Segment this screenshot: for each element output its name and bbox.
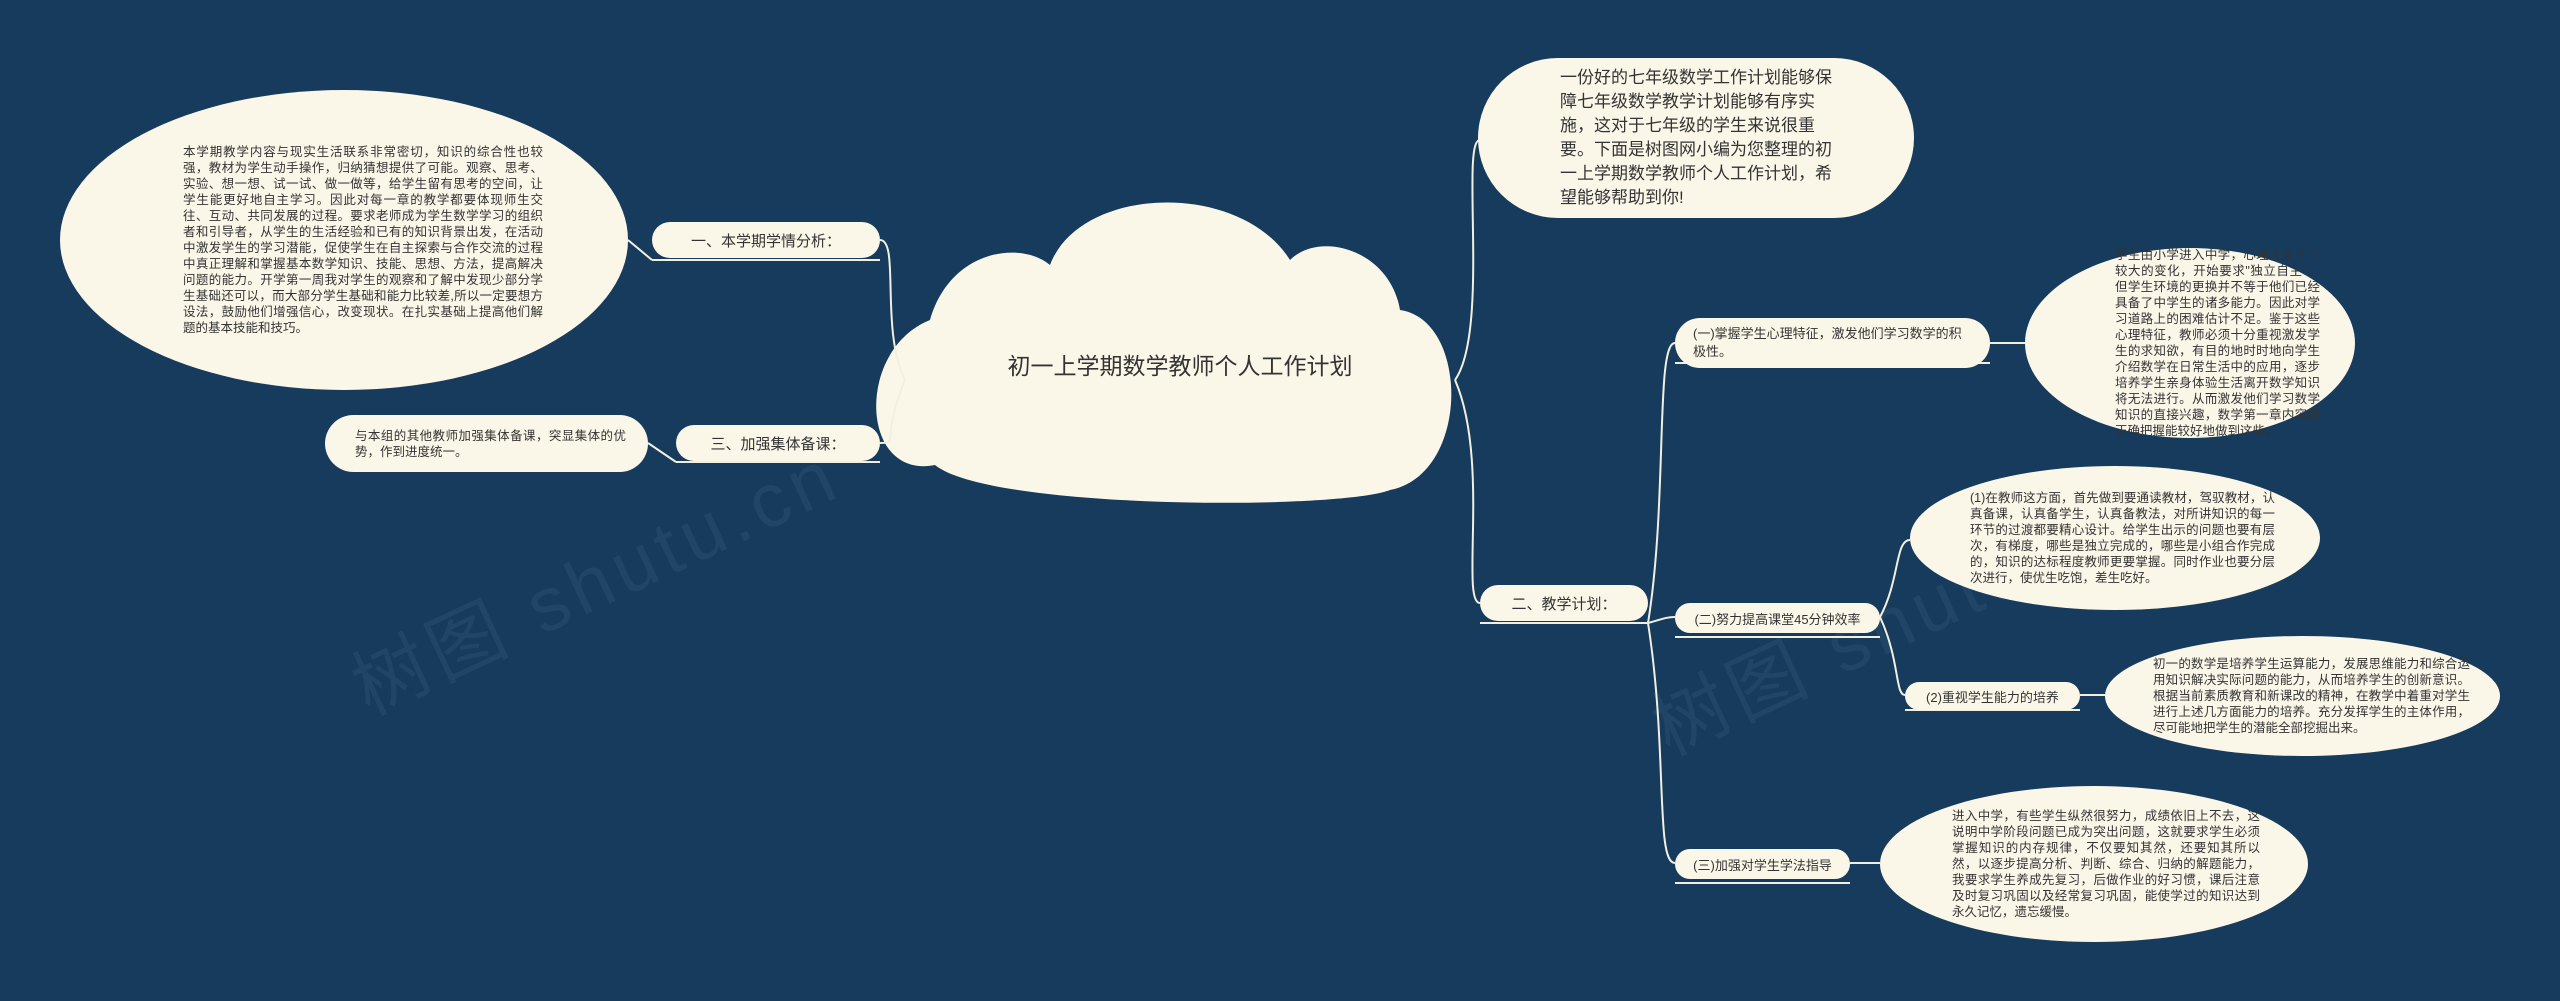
connector-center-intro <box>1454 139 1481 381</box>
item2-sub2-node[interactable]: (2)重视学生能力的培养 <box>1905 682 2080 710</box>
item3-detail-node[interactable]: 进入中学，有些学生纵然很努力，成绩依旧上不去，这说明中学阶段问题已成为突出问题，… <box>1880 786 2308 942</box>
connector-section2-item3 <box>1647 622 1676 864</box>
item2-sub1-detail-text: (1)在教师这方面，首先做到要通读教材，驾驭教材，认真备课，认真备学生，认真备教… <box>1970 491 2275 585</box>
connector-section2-item1 <box>1647 342 1676 624</box>
section1-detail-node[interactable]: 本学期教学内容与现实生活联系非常密切，知识的综合性也较强，教材为学生动手操作，归… <box>60 90 628 390</box>
section1-detail-text: 本学期教学内容与现实生活联系非常密切，知识的综合性也较强，教材为学生动手操作，归… <box>183 145 543 335</box>
section3-detail-node[interactable]: 与本组的其他教师加强集体备课，突显集体的优势，作到进度统一。 <box>325 415 648 472</box>
connector-section1-detail <box>627 239 653 261</box>
central-cloud-shape <box>876 202 1452 503</box>
section2-node[interactable]: 二、教学计划： <box>1480 585 1648 621</box>
section3-detail-text: 与本组的其他教师加强集体备课，突显集体的优势，作到进度统一。 <box>355 428 626 459</box>
item2-sub2-detail-text: 初一的数学是培养学生运算能力，发展思维能力和综合运用知识解决实际问题的能力，从而… <box>2153 657 2470 735</box>
section1-node[interactable]: 一、本学期学情分析： <box>652 222 880 258</box>
connector-section3-detail <box>647 442 677 463</box>
item1-node[interactable]: (一)掌握学生心理特征，激发他们学习数学的积极性。 <box>1675 318 1990 368</box>
connector-center-section3 <box>879 379 906 444</box>
item3-detail-text: 进入中学，有些学生纵然很努力，成绩依旧上不去，这说明中学阶段问题已成为突出问题，… <box>1952 809 2260 919</box>
connector-item2-sub1 <box>1879 539 1911 618</box>
section3-node[interactable]: 三、加强集体备课： <box>676 425 880 461</box>
item1-label: (一)掌握学生心理特征，激发他们学习数学的积极性。 <box>1693 326 1962 359</box>
item1-detail-node[interactable]: 学生由小学进入中学，心理上发生了较大的变化，开始要求"独立自主"，但学生环境的更… <box>2025 248 2355 438</box>
intro-node[interactable]: 一份好的七年级数学工作计划能够保障七年级数学教学计划能够有序实施，这对于七年级的… <box>1478 58 1914 218</box>
connector-center-section2 <box>1454 379 1481 604</box>
item2-sub1-detail-node[interactable]: (1)在教师这方面，首先做到要通读教材，驾驭教材，认真备课，认真备学生，认真备教… <box>1910 466 2320 610</box>
item2-node[interactable]: (二)努力提高课堂45分钟效率 <box>1675 603 1880 633</box>
connector-item2-sub2 <box>1879 616 1906 696</box>
central-topic[interactable]: 初一上学期数学教师个人工作计划 <box>1007 353 1353 379</box>
intro-text: 一份好的七年级数学工作计划能够保障七年级数学教学计划能够有序实施，这对于七年级的… <box>1560 68 1832 207</box>
connector-section2-item2 <box>1647 616 1676 624</box>
item3-node[interactable]: (三)加强对学生学法指导 <box>1675 849 1850 879</box>
connector-center-section1 <box>879 239 906 381</box>
item1-detail-text: 学生由小学进入中学，心理上发生了较大的变化，开始要求"独立自主"，但学生环境的更… <box>2115 248 2320 438</box>
item2-sub2-detail-node[interactable]: 初一的数学是培养学生运算能力，发展思维能力和综合运用知识解决实际问题的能力，从而… <box>2105 636 2500 756</box>
